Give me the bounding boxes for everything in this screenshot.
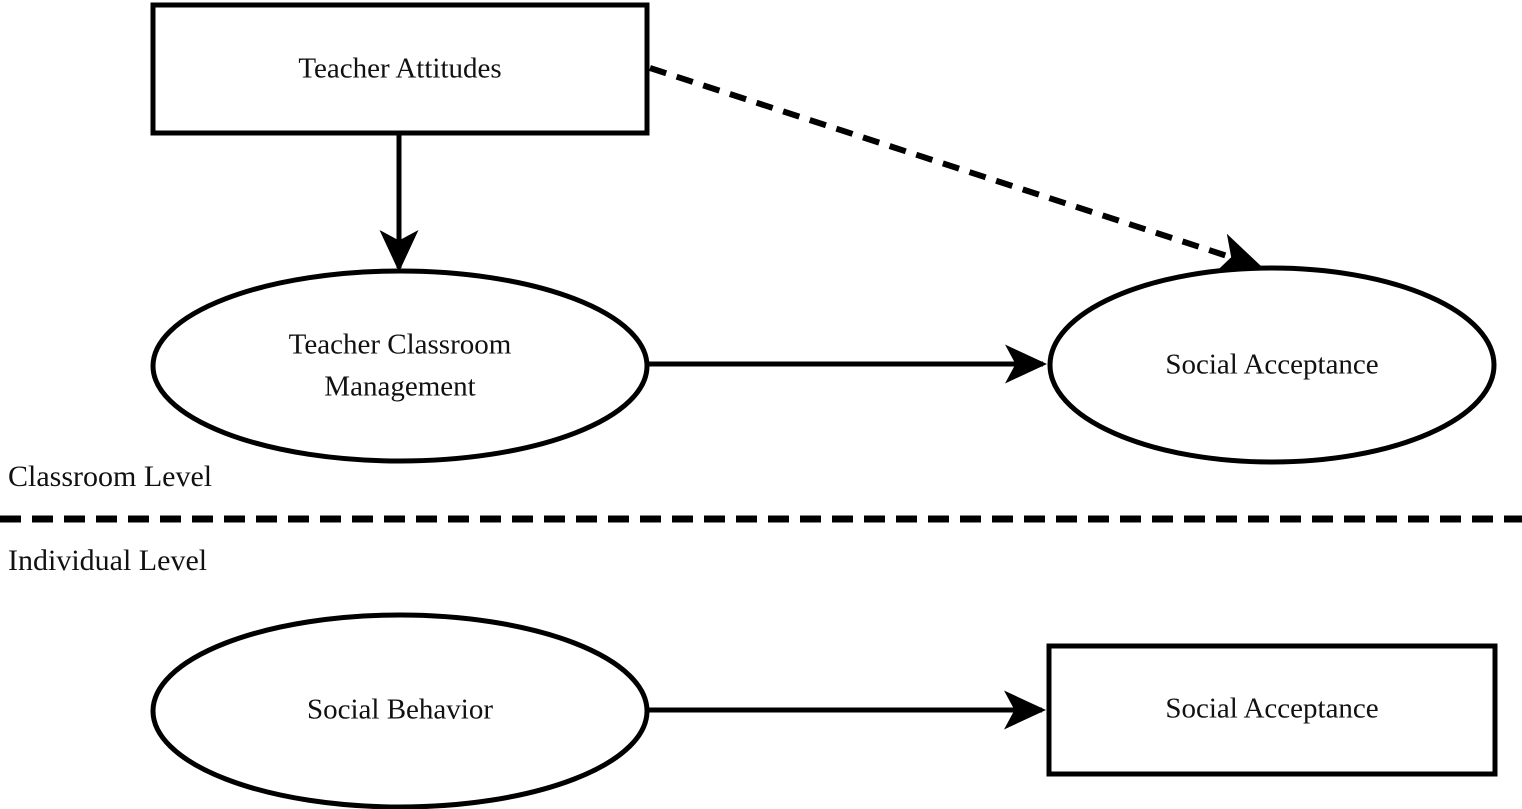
social-behavior-label: Social Behavior [307, 694, 493, 726]
node-teacher-attitudes[interactable]: Teacher Attitudes [150, 2, 650, 136]
individual-level-label: Individual Level [8, 544, 207, 577]
teacher-classroom-management-ellipse[interactable] [150, 268, 650, 464]
social-acceptance-classroom-ellipse[interactable] [1047, 265, 1497, 465]
social-acceptance-classroom-label: Social Acceptance [1165, 349, 1378, 381]
node-teacher-classroom-management[interactable]: Teacher Classroom Management [150, 268, 650, 464]
teacher-attitudes-label: Teacher Attitudes [298, 53, 501, 85]
edge-attitudes-to-acceptance [649, 65, 1263, 274]
social-acceptance-individual-label: Social Acceptance [1165, 693, 1378, 725]
node-social-behavior[interactable]: Social Behavior [150, 612, 650, 809]
teacher-classroom-management-label-line2: Management [324, 371, 475, 403]
social-acceptance-individual-box[interactable] [1046, 643, 1498, 777]
node-social-acceptance-classroom[interactable]: Social Acceptance [1047, 265, 1497, 465]
social-behavior-ellipse[interactable] [150, 612, 650, 809]
teacher-classroom-management-label-line1: Teacher Classroom [289, 329, 512, 361]
teacher-attitudes-box[interactable] [150, 2, 650, 136]
classroom-level-label: Classroom Level [8, 460, 212, 493]
node-social-acceptance-individual[interactable]: Social Acceptance [1046, 643, 1498, 777]
